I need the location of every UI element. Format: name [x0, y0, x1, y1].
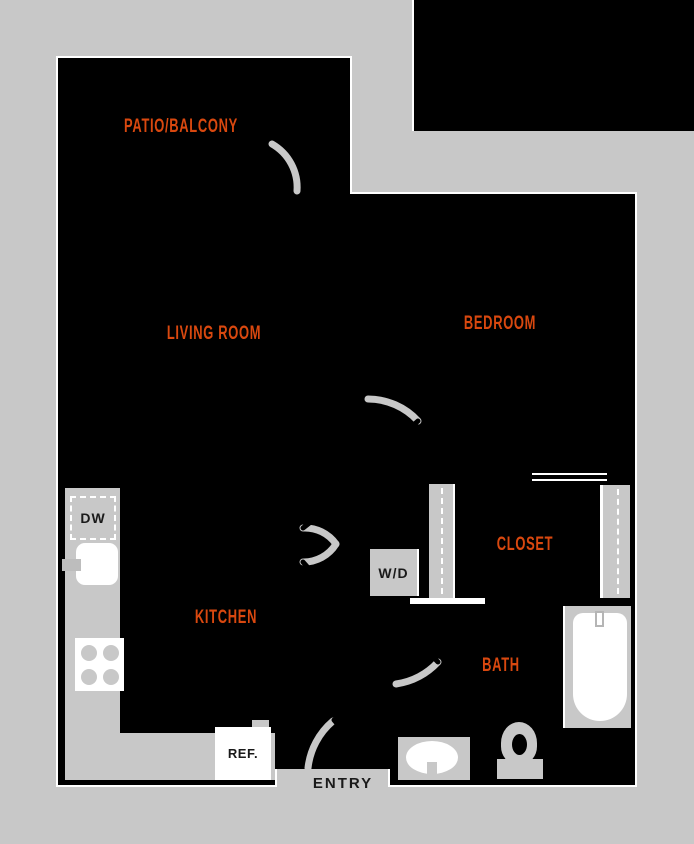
- stove-burner: [81, 645, 97, 661]
- vanity-faucet: [427, 762, 437, 778]
- wall-patio-right: [350, 56, 352, 194]
- wall-bath-top: [410, 598, 485, 604]
- toilet-bowl: [501, 722, 537, 764]
- closet-rod-line: [532, 479, 607, 481]
- kitchen-sink: [76, 543, 118, 585]
- toilet-tank: [497, 759, 543, 779]
- adjacent-unit-mass: [412, 0, 694, 131]
- bathtub: [563, 606, 631, 728]
- living-room-label: LIVING ROOM: [166, 323, 262, 344]
- wall-bottom-left: [56, 785, 277, 787]
- refrigerator-handle: [252, 720, 269, 728]
- kitchen-label: KITCHEN: [194, 607, 258, 628]
- dishwasher: DW: [70, 496, 116, 540]
- stove-burner: [103, 645, 119, 661]
- patio-label: PATIO/BALCONY: [124, 116, 238, 137]
- laundry-closet-wall: [429, 484, 455, 598]
- closet-shelf-line: [532, 473, 607, 475]
- washer-dryer-label: W/D: [378, 564, 409, 581]
- dishwasher-label: DW: [80, 510, 106, 526]
- wall-centerline: [616, 489, 619, 594]
- kitchen-sink-faucet: [62, 559, 81, 571]
- bedroom-label: BEDROOM: [463, 313, 537, 334]
- washer-dryer: W/D: [370, 549, 419, 596]
- closet-side-wall: [600, 485, 630, 598]
- bathroom-vanity: [398, 737, 470, 780]
- bath-label: BATH: [482, 655, 520, 676]
- kitchen-counter-vertical: [65, 488, 120, 733]
- stove: [75, 638, 124, 691]
- toilet-seat-opening: [512, 734, 527, 755]
- bathtub-faucet: [595, 611, 604, 627]
- entry-opening: [275, 769, 390, 787]
- stove-burner: [81, 669, 97, 685]
- wall-right: [635, 192, 637, 787]
- wall-bedroom-top: [350, 192, 637, 194]
- stove-burner: [103, 669, 119, 685]
- closet-label: CLOSET: [496, 534, 554, 555]
- wall-top: [56, 56, 352, 58]
- wall-bottom-right: [388, 785, 637, 787]
- wall-centerline: [441, 488, 443, 594]
- bathtub-basin: [573, 613, 627, 721]
- refrigerator-label: REF.: [227, 746, 259, 761]
- refrigerator: REF.: [215, 727, 271, 780]
- wall-left: [56, 56, 58, 787]
- entry-label: ENTRY: [312, 775, 374, 792]
